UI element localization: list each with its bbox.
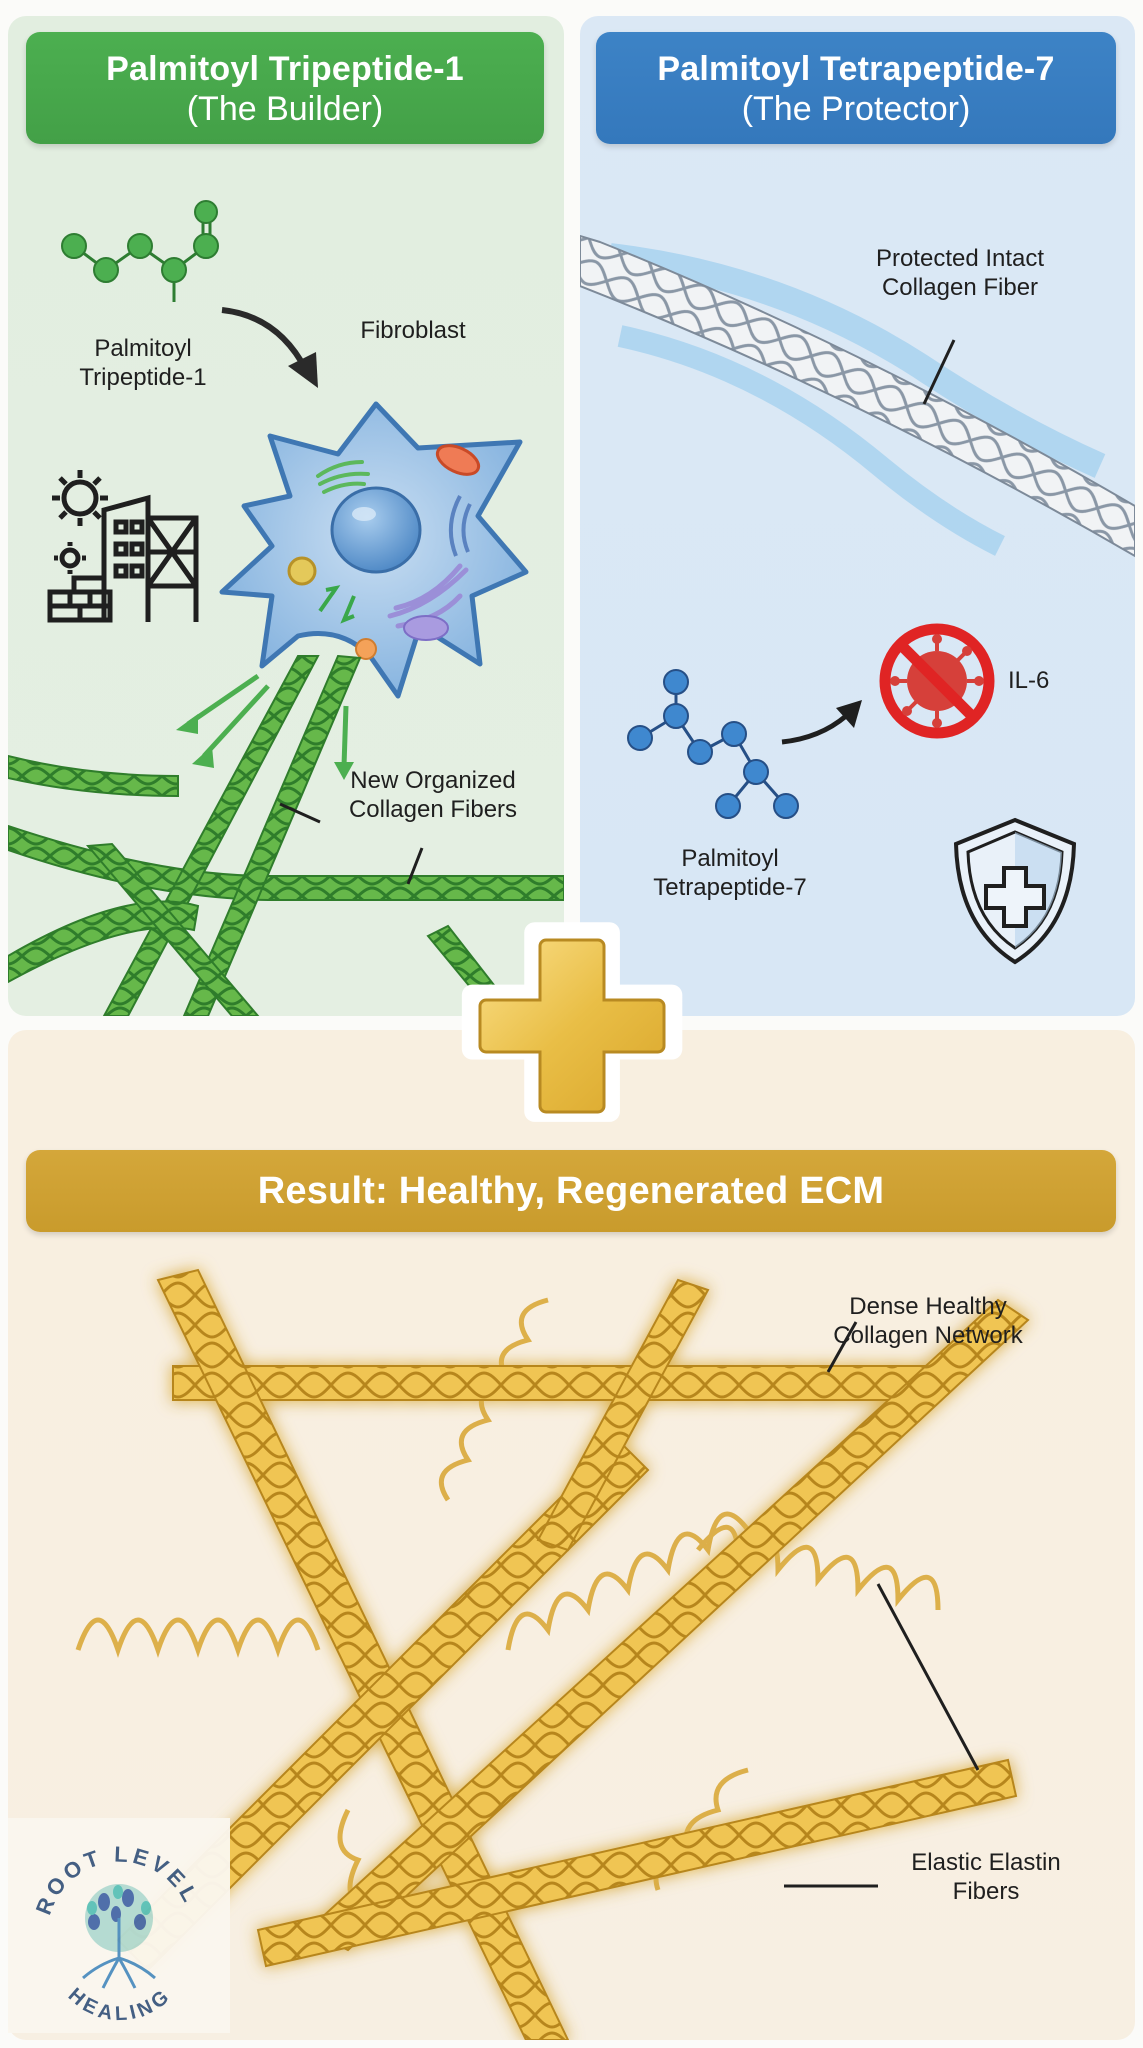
plus-icon	[461, 922, 683, 1122]
protected-collagen-fiber-icon	[580, 234, 1135, 558]
tree-roots-icon: ROOT LEVEL HEALING	[31, 1842, 201, 2026]
tetrapeptide-label: Palmitoyl Tetrapeptide-7	[653, 845, 807, 901]
dense-collagen-label: Dense Healthy Collagen Network	[833, 1293, 1023, 1349]
callout-line	[922, 339, 956, 405]
no-virus-icon	[879, 623, 995, 739]
arrow-icon	[781, 700, 862, 745]
il6-label: IL-6	[1008, 667, 1050, 694]
protector-header: Palmitoyl Tetrapeptide-7 (The Protector)	[596, 32, 1116, 144]
root-level-healing-logo: ROOT LEVEL HEALING	[8, 1818, 230, 2033]
protector-panel: Palmitoyl Tetrapeptide-7 (The Protector)…	[580, 16, 1135, 1016]
tripeptide-molecule-icon	[61, 200, 219, 302]
svg-text:HEALING: HEALING	[64, 1984, 176, 2025]
ecm-fiber-network-icon	[75, 1268, 1030, 2040]
result-header: Result: Healthy, Regenerated ECM	[26, 1150, 1116, 1232]
tetrapeptide-molecule-icon	[627, 669, 799, 819]
tripeptide-label: Palmitoyl Tripeptide-1	[79, 335, 207, 391]
fibroblast-label: Fibroblast	[360, 317, 466, 344]
fibroblast-cell-icon	[219, 401, 529, 699]
builder-subtitle: (The Builder)	[186, 90, 384, 128]
protector-title: Palmitoyl Tetrapeptide-7	[657, 50, 1055, 88]
builder-panel: Palmitoyl Tripeptide-1 (The Builder) Pal…	[8, 16, 564, 1016]
construction-building-icon	[47, 470, 199, 623]
builder-header: Palmitoyl Tripeptide-1 (The Builder)	[26, 32, 544, 144]
new-collagen-label: New Organized Collagen Fibers	[348, 767, 518, 823]
elastin-fibers-label: Elastic Elastin Fibers	[911, 1849, 1061, 1905]
protected-fiber-label: Protected Intact Collagen Fiber	[875, 245, 1045, 301]
arrow-icon	[221, 307, 318, 388]
shield-plus-icon	[953, 817, 1077, 965]
result-title: Result: Healthy, Regenerated ECM	[257, 1170, 885, 1212]
new-collagen-fibers-icon	[8, 654, 564, 1016]
protector-subtitle: (The Protector)	[741, 90, 971, 128]
logo-bottom-text: HEALING	[64, 1984, 172, 2025]
builder-title: Palmitoyl Tripeptide-1	[106, 50, 464, 88]
